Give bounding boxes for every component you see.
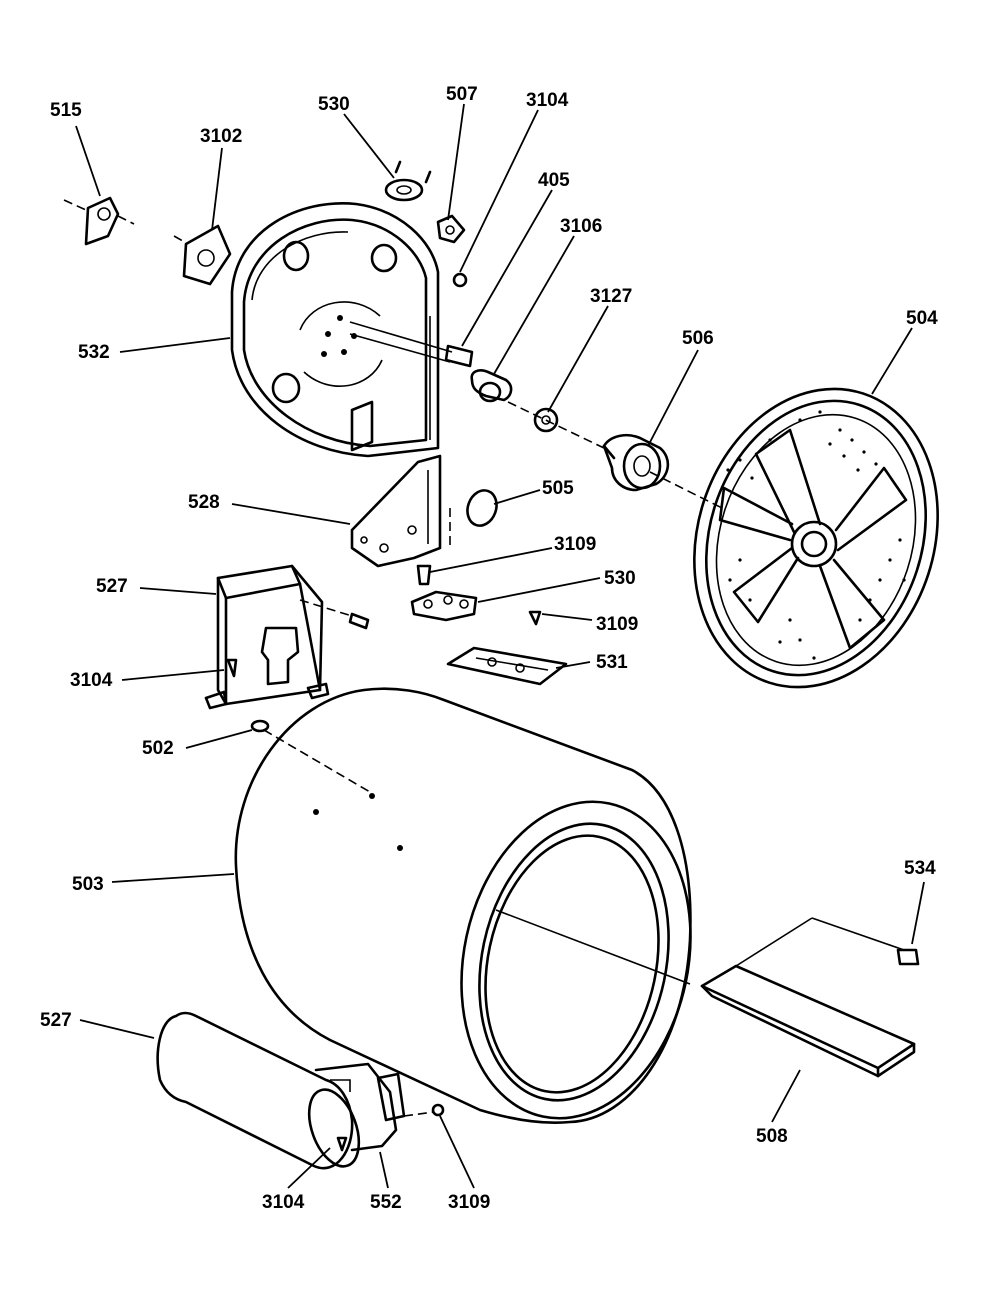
callout-534: 534 — [904, 858, 936, 879]
part-3109-right-screw — [528, 610, 542, 626]
part-530-top-bracket — [384, 160, 432, 202]
callout-503: 503 — [72, 874, 104, 895]
callout-531: 531 — [596, 652, 628, 673]
part-508-lint-filter — [700, 917, 916, 1078]
callout-3109-bottom: 3109 — [448, 1192, 490, 1213]
part-3106-bearing — [470, 369, 513, 403]
callout-3104-left: 3104 — [70, 670, 113, 691]
callout-528: 528 — [188, 492, 220, 513]
callout-507: 507 — [446, 84, 478, 105]
mesh-pattern — [726, 410, 906, 660]
part-507-clip — [436, 214, 466, 244]
part-528-idler-bracket — [350, 454, 442, 568]
part-503-drum — [234, 687, 692, 1124]
part-530-mid-bracket — [410, 590, 478, 622]
part-405-shaft — [349, 321, 474, 368]
callout-506: 506 — [682, 328, 714, 349]
callout-504: 504 — [906, 308, 938, 329]
callout-530-top: 530 — [318, 94, 350, 115]
callout-3102: 3102 — [200, 126, 242, 147]
callout-3127: 3127 — [590, 286, 632, 307]
part-3127-washer — [533, 407, 559, 433]
part-515-clip — [63, 196, 135, 246]
part-505-bushing — [449, 489, 498, 546]
callout-3104-bottom: 3104 — [262, 1192, 305, 1213]
callout-505: 505 — [542, 478, 574, 499]
callout-3109-mid: 3109 — [554, 534, 596, 555]
part-527-motor — [156, 1011, 445, 1170]
callout-530-mid: 530 — [604, 568, 636, 589]
callout-502: 502 — [142, 738, 174, 759]
part-534-screw — [896, 948, 920, 966]
callout-3104-top: 3104 — [526, 90, 569, 111]
part-527-blower-housing — [204, 564, 370, 710]
part-502-screw — [250, 719, 371, 793]
part-3109-mid-screw — [416, 564, 432, 586]
callout-527-bottom: 527 — [40, 1010, 72, 1031]
part-532-rear-bulkhead — [230, 201, 440, 458]
part-3102-thermostat — [173, 224, 232, 286]
callout-508: 508 — [756, 1126, 788, 1147]
callout-3109-right: 3109 — [596, 614, 638, 635]
callout-552: 552 — [370, 1192, 402, 1213]
callout-532: 532 — [78, 342, 110, 363]
callout-515: 515 — [50, 100, 82, 121]
part-531-plate — [446, 646, 568, 686]
part-3104-top-screw — [452, 272, 468, 288]
axis-line — [507, 401, 723, 509]
part-504-drum-front-panel — [693, 387, 939, 689]
part-506-roller — [602, 433, 670, 492]
callout-labels: 515 3102 530 507 3104 405 3106 3127 506 … — [40, 84, 938, 1213]
callout-527-top: 527 — [96, 576, 128, 597]
leader-lines — [75, 103, 925, 1189]
callout-3106: 3106 — [560, 216, 602, 237]
callout-405: 405 — [538, 170, 570, 191]
